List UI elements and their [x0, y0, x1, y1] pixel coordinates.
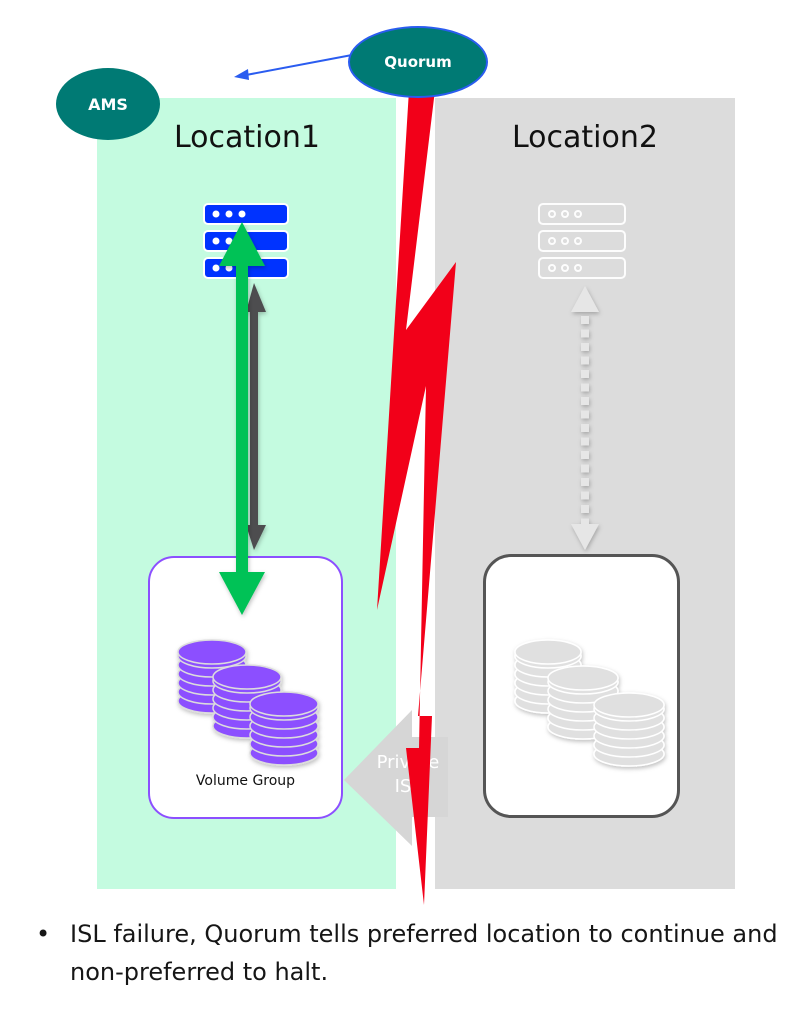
caption: • ISL failure, Quorum tells preferred lo… [36, 915, 796, 991]
location2-title: Location2 [512, 120, 658, 155]
location2-inactive-link-arrow [571, 286, 599, 550]
host-storage-arrow [219, 222, 265, 615]
volume-group-label: Volume Group [195, 773, 296, 789]
ams-label: AMS [88, 94, 128, 114]
caption-text: ISL failure, Quorum tells preferred loca… [70, 920, 778, 986]
quorum-to-ams-arrow [234, 54, 353, 80]
caption-bullet: • [36, 920, 51, 948]
private-isl-arrow: Private ISL [344, 710, 448, 846]
quorum-node: Quorum [348, 26, 488, 98]
location1-database-stack-icon [177, 639, 319, 766]
quorum-label: Quorum [384, 53, 452, 71]
internal-link-arrow [246, 283, 266, 550]
location1-title: Location1 [174, 120, 320, 155]
ams-node: AMS [56, 68, 160, 140]
isl-failure-lightning-icon [377, 90, 456, 905]
location2-database-stack-icon [514, 639, 665, 767]
location2-server-icon [538, 203, 626, 279]
